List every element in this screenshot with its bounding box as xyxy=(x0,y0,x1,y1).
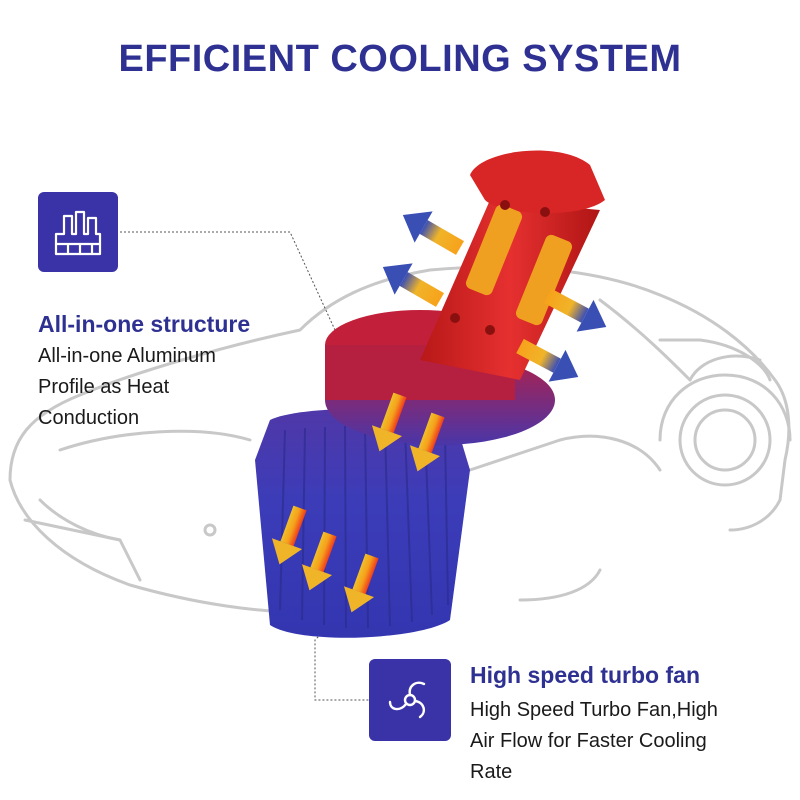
arrow-right-1 xyxy=(544,288,607,332)
arrow-down-5 xyxy=(343,553,379,613)
structure-heading: All-in-one structure xyxy=(38,311,251,337)
arrow-down-3 xyxy=(271,505,307,565)
heat-arrows xyxy=(271,211,607,613)
structure-icon-box xyxy=(38,192,118,272)
structure-description-line: Conduction xyxy=(38,407,140,429)
arrow-down-1 xyxy=(371,392,407,452)
structure-description-line: Profile as Heat xyxy=(38,376,170,398)
fan-description-line: Air Flow for Faster Cooling xyxy=(470,730,707,752)
page-title: EFFICIENT COOLING SYSTEM xyxy=(118,38,682,80)
fan-description: High Speed Turbo Fan,High Air Flow for F… xyxy=(470,695,790,788)
fan-icon-box xyxy=(369,659,451,741)
structure-description: All-in-one Aluminum Profile as Heat Cond… xyxy=(38,341,298,434)
arrow-down-2 xyxy=(409,412,445,472)
heatsink-fins-icon xyxy=(54,210,102,256)
arrow-right-2 xyxy=(516,338,579,382)
fan-description-line: Rate xyxy=(470,761,513,783)
fan-heading: High speed turbo fan xyxy=(470,662,700,688)
bulb-body xyxy=(420,150,605,380)
arrow-up-left-1 xyxy=(402,211,464,255)
structure-description-line: All-in-one Aluminum xyxy=(38,345,216,367)
arrow-up-left-2 xyxy=(382,263,444,307)
arrow-down-4 xyxy=(301,531,337,591)
fan-description-line: High Speed Turbo Fan,High xyxy=(470,699,718,721)
turbo-fan-icon xyxy=(388,681,426,719)
